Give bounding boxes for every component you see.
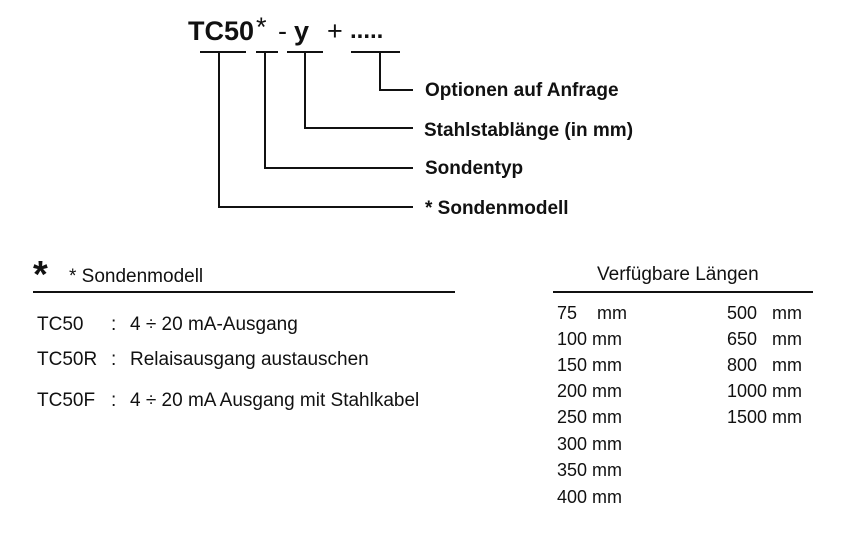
connector-length [304, 52, 413, 129]
model-row-desc: Relaisausgang austauschen [130, 349, 369, 370]
length-item: 150 mm [557, 355, 623, 375]
order-code-base: TC50 [188, 16, 255, 46]
model-row-sep: : [111, 349, 117, 370]
asterisk-icon: * [33, 254, 48, 296]
callout-type-label: Sondentyp [425, 158, 524, 179]
length-item: 75 mm [557, 303, 628, 323]
model-row-sep: : [111, 390, 117, 411]
order-code-plus: + [327, 16, 343, 46]
model-row-code: TC50F [37, 390, 96, 411]
connector-model [218, 52, 413, 208]
callout-model-label: * Sondenmodell [425, 198, 569, 219]
model-row-desc: 4 ÷ 20 mA Ausgang mit Stahlkabel [130, 390, 420, 411]
lengths-heading: Verfügbare Längen [597, 264, 759, 285]
connector-type [264, 52, 413, 169]
connector-options [379, 52, 413, 91]
length-item: 500 mm [727, 303, 803, 323]
order-code-dots: ..... [350, 17, 384, 44]
length-item: 250 mm [557, 407, 623, 427]
model-row-desc: 4 ÷ 20 mA-Ausgang [130, 314, 298, 335]
models-heading: * Sondenmodell [69, 266, 204, 287]
length-item: 300 mm [557, 434, 623, 454]
length-item: 100 mm [557, 329, 623, 349]
length-item: 800 mm [727, 355, 803, 375]
callout-length-label: Stahlstablänge (in mm) [424, 120, 634, 141]
length-item: 400 mm [557, 487, 623, 507]
model-row-code: TC50R [37, 349, 98, 370]
order-code-star: * [256, 12, 267, 42]
callout-options-label: Optionen auf Anfrage [425, 80, 619, 101]
length-item: 350 mm [557, 460, 623, 480]
length-item: 200 mm [557, 381, 623, 401]
length-item: 1500 mm [727, 407, 803, 427]
order-code-dash: - [278, 16, 287, 46]
model-row-sep: : [111, 314, 117, 335]
length-item: 650 mm [727, 329, 803, 349]
length-item: 1000 mm [727, 381, 803, 401]
model-row-code: TC50 [37, 314, 84, 335]
order-code-y: y [294, 16, 310, 46]
